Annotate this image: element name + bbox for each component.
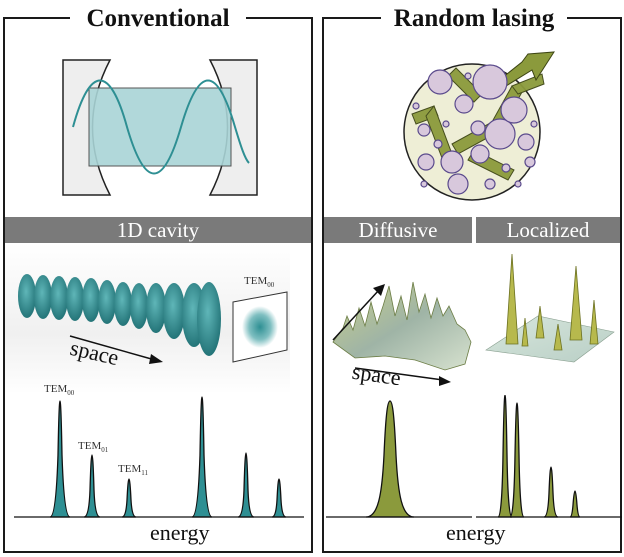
random-medium-diagram [403, 51, 555, 201]
peak-label-tem00: TEM00 [44, 383, 75, 398]
localized-peaks [497, 395, 581, 518]
peak [237, 452, 255, 518]
diffusive-peak [365, 400, 415, 518]
right-energy-label: energy [446, 520, 506, 545]
standing-wave [72, 79, 250, 175]
conventional-title: Conventional [70, 2, 246, 36]
peak [191, 396, 213, 518]
localized-spectrum [476, 395, 622, 518]
space-arrow-head [439, 376, 451, 386]
beam-disc [34, 275, 52, 319]
space-arrow-head [149, 354, 163, 364]
beam-disc [82, 278, 100, 322]
conventional-spectrum [14, 396, 304, 518]
space-arrow-line [354, 367, 444, 381]
space-arrow-line [69, 335, 156, 361]
beam-disc [18, 274, 36, 318]
beam-disc [114, 282, 132, 326]
peak [121, 478, 137, 518]
peak-label-tem01: TEM01 [78, 440, 109, 455]
cavity-band: 1D cavity [5, 217, 311, 243]
beam-disc [146, 283, 166, 333]
random-lasing-title: Random lasing [381, 2, 567, 36]
beam-illustration [18, 274, 288, 364]
axis-arrow-head [373, 284, 385, 296]
beam-disc [163, 283, 185, 339]
left-energy-label: energy [150, 520, 210, 545]
beam-disc [130, 283, 148, 329]
localized-floor [485, 315, 615, 363]
diffusive-surface [332, 281, 472, 386]
beam-disc [66, 277, 84, 321]
beam-disc [50, 276, 68, 320]
axis-arrow-line [332, 289, 380, 341]
spectrum-peaks [49, 396, 287, 518]
diffusive-band: Diffusive [324, 217, 472, 243]
peak [49, 400, 71, 518]
tem00-screen-label: TEM00 [244, 275, 275, 290]
localized-surface [485, 253, 615, 363]
localized-spikes [505, 253, 599, 351]
localized-band: Localized [476, 217, 620, 243]
scatterers [412, 64, 538, 195]
cavity-diagram [62, 59, 258, 196]
peak [271, 478, 287, 518]
gain-medium [88, 87, 232, 167]
beam-disc [98, 280, 116, 324]
tem00-spot [242, 306, 278, 348]
diffusive-terrain [332, 281, 472, 371]
peak [83, 454, 101, 518]
diffusive-spectrum [326, 400, 472, 518]
peak-label-tem11: TEM11 [118, 463, 148, 478]
beam-disc [197, 282, 221, 356]
